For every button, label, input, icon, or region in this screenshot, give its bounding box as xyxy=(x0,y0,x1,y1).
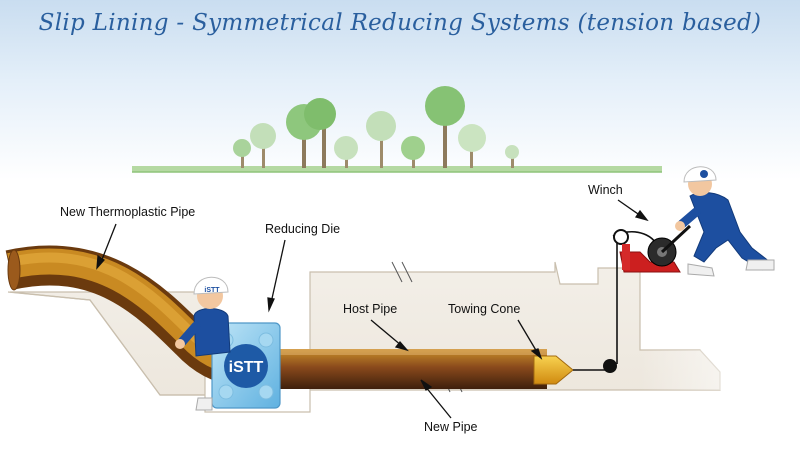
label-winch: Winch xyxy=(588,183,623,197)
die-operator: iSTT xyxy=(175,276,231,411)
helmet-logo-text: iSTT xyxy=(204,287,220,294)
host-pipe xyxy=(272,349,547,389)
tree-cluster xyxy=(233,86,519,168)
label-towing-cone: Towing Cone xyxy=(448,302,521,316)
die-logo-text: iSTT xyxy=(229,359,264,376)
label-reducing-die: Reducing Die xyxy=(265,222,341,236)
winch-operator xyxy=(675,166,775,277)
label-arrows xyxy=(96,199,649,419)
label-host-pipe: Host Pipe xyxy=(343,302,398,316)
label-new-pipe: New Pipe xyxy=(424,420,478,434)
cable-pulley-lower xyxy=(603,359,617,373)
grass-line xyxy=(132,166,662,173)
towing-cone xyxy=(533,355,574,385)
winch-machine xyxy=(619,224,692,273)
label-new-thermoplastic-pipe: New Thermoplastic Pipe xyxy=(60,205,196,219)
diagram-title: Slip Lining - Symmetrical Reducing Syste… xyxy=(38,10,762,36)
sky-background xyxy=(0,0,800,180)
cable-pulley-upper xyxy=(613,229,629,245)
